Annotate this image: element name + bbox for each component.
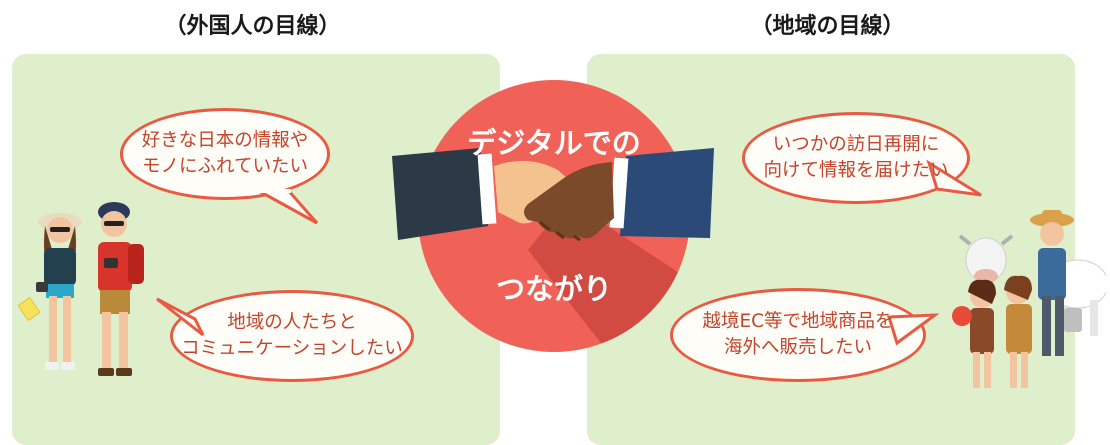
bubble-tail [886,313,939,346]
center-text-line2: つながり [495,272,612,306]
center-text-line1: デジタルでの [467,126,641,160]
bubble-tail [926,159,982,197]
region-speech-bubble-2: 越境EC等で地域商品を 海外へ販売したい [670,288,939,382]
bubble-text: 越境EC等で地域商品を 海外へ販売したい [702,311,894,358]
bubble-text: 好きな日本の情報や モノにふれていたい [141,130,309,177]
foreigner-speech-bubble-2: 地域の人たちと コミュニケーションしたい [156,290,414,382]
tourists-illustration [18,202,144,376]
region-speech-bubble-1: いつかの訪日再開に 向けて情報を届けたい [742,112,982,204]
bubble-tail [156,297,205,337]
farmers-illustration [952,210,1106,388]
bubble-tail [255,189,319,225]
foreigner-view-heading: （外国人の目線） [164,14,341,39]
handshake-icon [392,148,714,242]
foreigner-speech-bubble-1: 好きな日本の情報や モノにふれていたい [120,108,330,225]
bubble-text: 地域の人たちと コミュニケーションしたい [181,312,403,359]
bubble-text: いつかの訪日再開に 向けて情報を届けたい [763,134,949,181]
region-view-heading: （地域の目線） [750,14,905,39]
